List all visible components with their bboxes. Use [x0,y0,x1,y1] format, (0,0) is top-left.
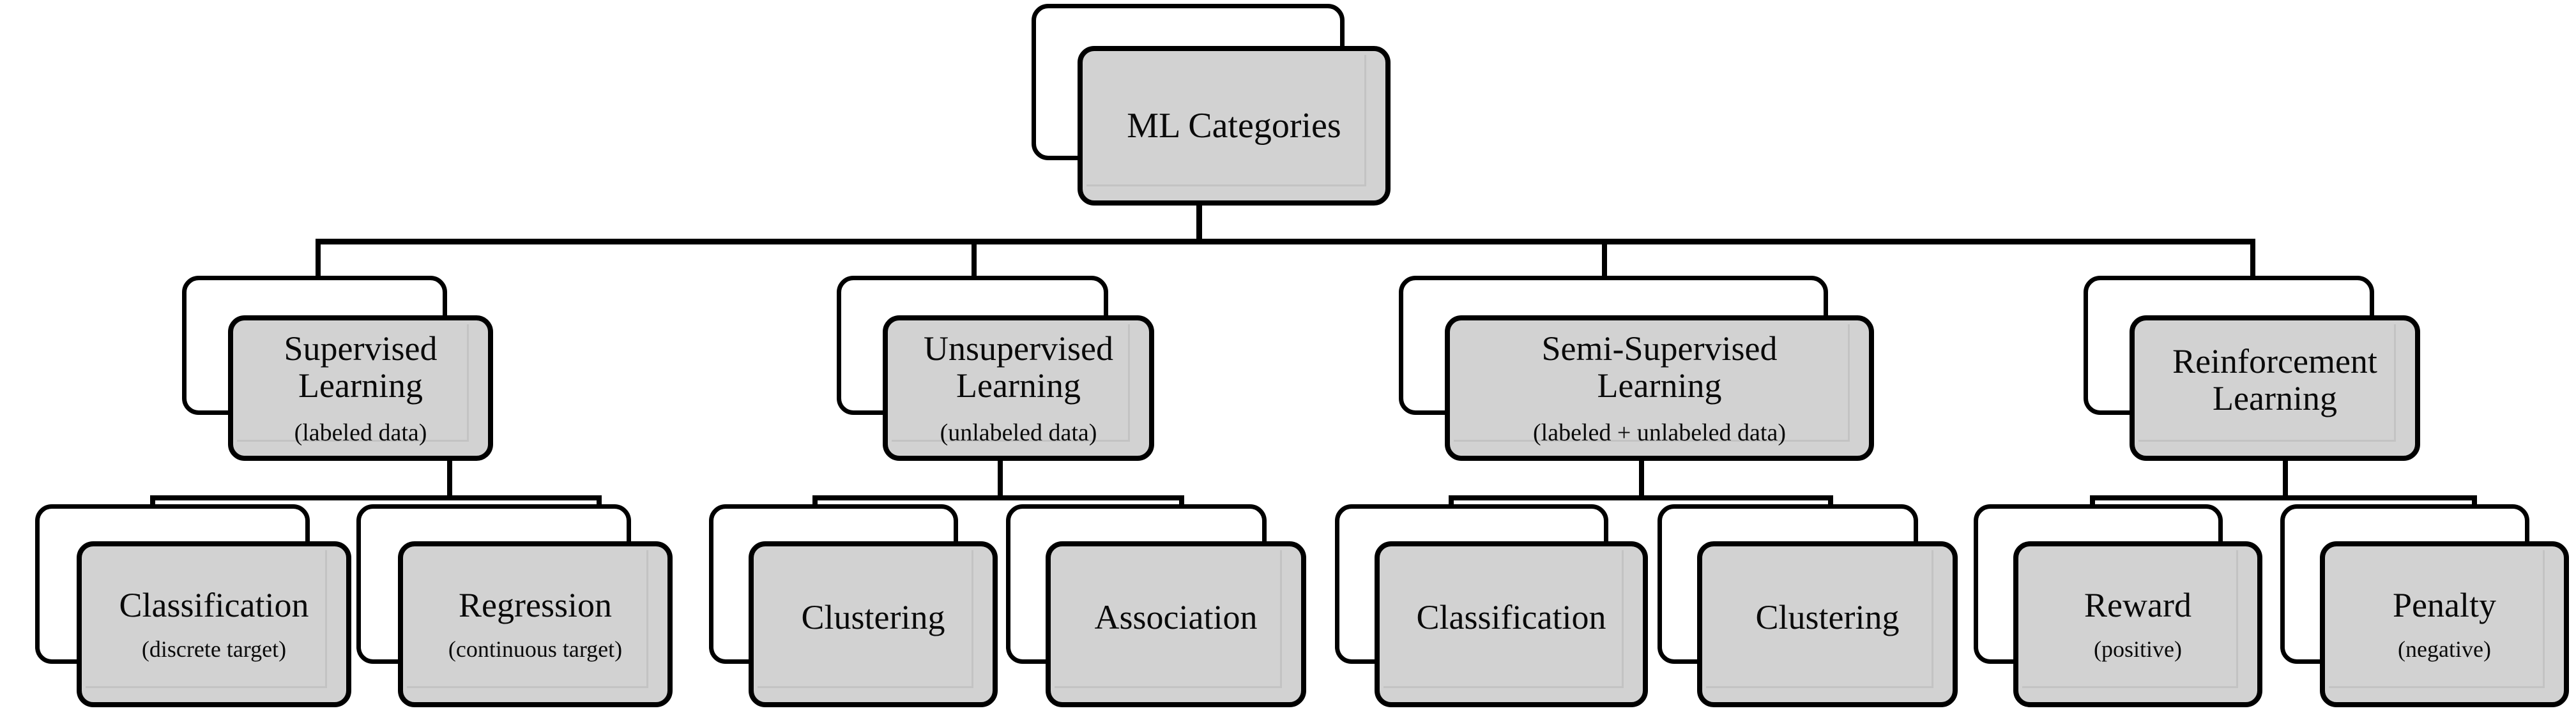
node-title: Association [1094,597,1258,636]
node-front-card: ML Categories [1078,46,1391,206]
node-title: Regression [459,585,612,624]
node-front-card: Clustering [749,541,998,707]
node-front-card: Classification (discrete target) [77,541,351,707]
connector-bus-semi [1449,495,1833,500]
node-front-card: Classification [1375,541,1648,707]
node-classification-semi[interactable]: Classification [1335,504,1654,709]
node-front-card: Regression (continuous target) [398,541,673,707]
connector-drop-unsupervised [972,239,977,280]
node-title: Unsupervised Learning [924,329,1113,405]
node-title: Semi-Supervised Learning [1541,329,1778,405]
connector-root-stem [1196,206,1202,244]
node-unsupervised-learning[interactable]: Unsupervised Learning (unlabeled data) [837,276,1156,462]
node-front-card: Association [1046,541,1306,707]
node-subtitle: (negative) [2398,636,2491,663]
node-subtitle: (positive) [2094,636,2182,663]
connector-stem-semi [1639,457,1644,498]
node-clustering-semi[interactable]: Clustering [1658,504,1964,709]
node-front-card: Supervised Learning (labeled data) [228,315,493,461]
node-penalty[interactable]: Penalty (negative) [2280,504,2576,709]
connector-drop-supervised [316,239,321,280]
node-semi-supervised-learning[interactable]: Semi-Supervised Learning (labeled + unla… [1399,276,1878,462]
node-title: Reinforcement Learning [2172,341,2377,417]
node-title: Clustering [1755,597,1900,636]
node-front-card: Penalty (negative) [2320,541,2569,707]
node-front-card: Unsupervised Learning (unlabeled data) [883,315,1154,461]
node-front-card: Reinforcement Learning [2130,315,2420,461]
node-ml-categories[interactable]: ML Categories [1032,4,1392,208]
connector-stem-supervised [447,457,452,498]
node-subtitle: (unlabeled data) [940,419,1097,447]
node-title: Supervised Learning [284,329,438,405]
node-title: Classification [1416,597,1606,636]
node-front-card: Reward (positive) [2013,541,2262,707]
connector-drop-semi [1602,239,1607,280]
node-subtitle: (discrete target) [141,636,287,663]
connector-stem-reinforcement [2283,457,2288,498]
node-title: ML Categories [1127,105,1341,146]
node-front-card: Semi-Supervised Learning (labeled + unla… [1445,315,1874,461]
node-subtitle: (labeled data) [294,419,427,447]
node-supervised-learning[interactable]: Supervised Learning (labeled data) [182,276,495,462]
node-front-card: Clustering [1697,541,1958,707]
node-reinforcement-learning[interactable]: Reinforcement Learning [2084,276,2422,462]
node-title: Classification [119,585,309,624]
connector-drop-reinforcement [2250,239,2255,280]
connector-level2-bus [316,239,2255,244]
node-regression[interactable]: Regression (continuous target) [356,504,676,709]
connector-bus-reinforcement [2090,495,2477,500]
node-title: Penalty [2393,585,2496,624]
node-title: Clustering [801,597,945,636]
connector-bus-unsupervised [812,495,1184,500]
node-subtitle: (continuous target) [448,636,623,663]
node-title: Reward [2084,585,2191,624]
node-association[interactable]: Association [1006,504,1313,709]
node-classification-supervised[interactable]: Classification (discrete target) [35,504,354,709]
connector-stem-unsupervised [998,457,1003,498]
connector-bus-supervised [150,495,602,500]
node-reward[interactable]: Reward (positive) [1974,504,2267,709]
node-clustering-unsupervised[interactable]: Clustering [709,504,1003,709]
node-subtitle: (labeled + unlabeled data) [1533,419,1786,447]
